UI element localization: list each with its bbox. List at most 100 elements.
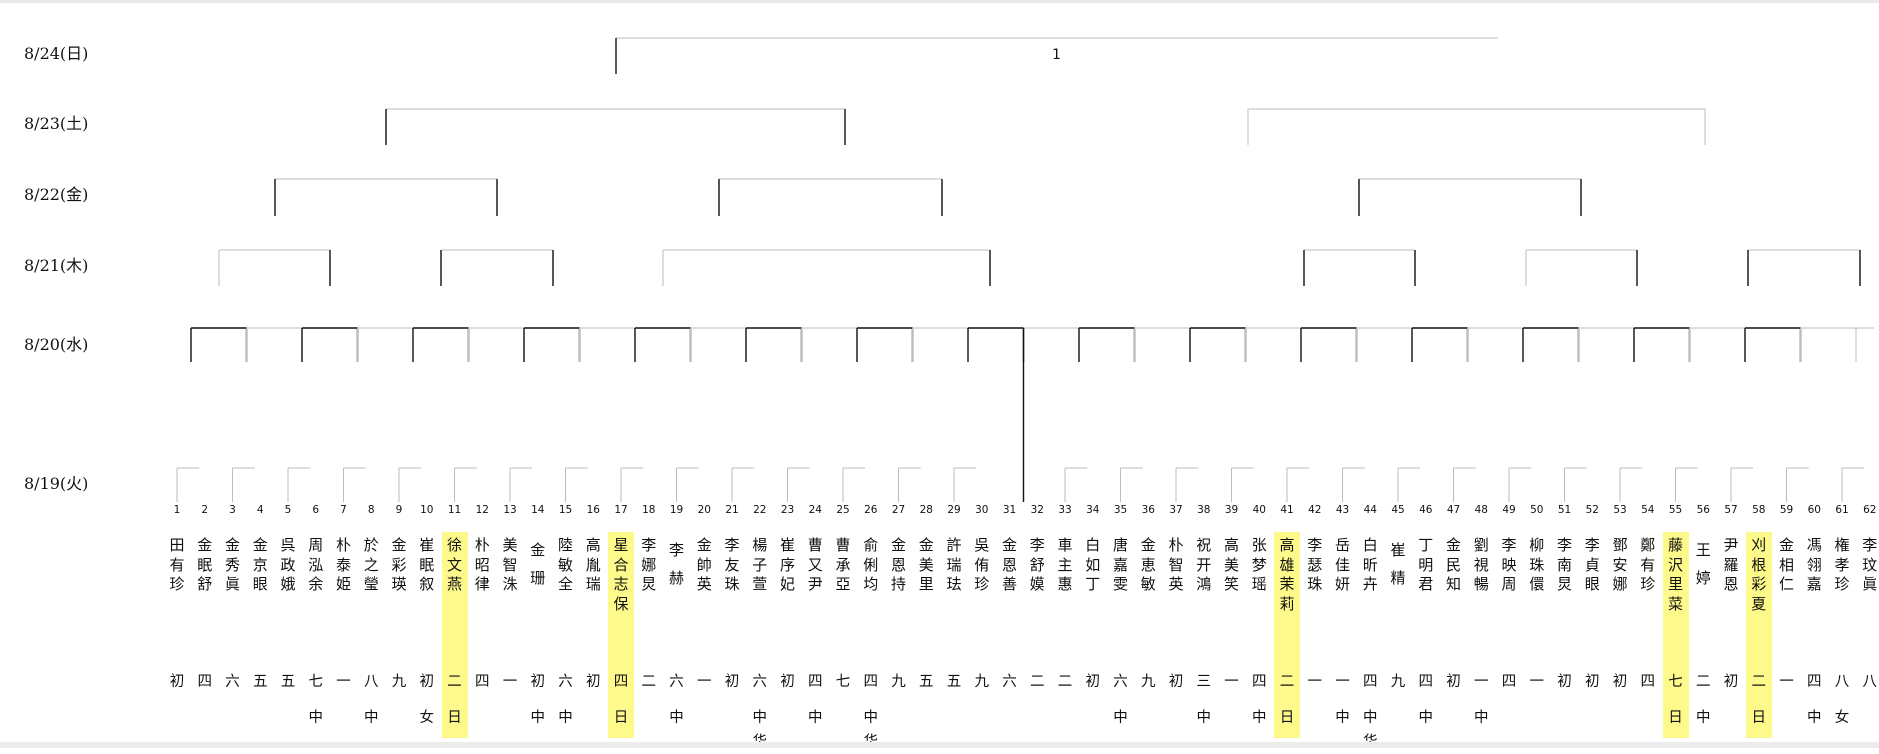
player-name: 鄧安娜: [1612, 536, 1628, 593]
seed-number: 31: [1002, 504, 1017, 516]
seed-number: 18: [642, 504, 656, 516]
player-rank: 九: [391, 674, 407, 690]
japanese-player-highlight: [1745, 532, 1772, 738]
seed-number: 3: [229, 504, 236, 516]
player-name: 金彩瑛: [391, 536, 407, 593]
seed-number: 48: [1474, 504, 1488, 516]
player-name: 金珊: [530, 541, 546, 587]
player-rank: 七: [835, 674, 851, 690]
player-rank: 二: [641, 674, 657, 690]
player-name: 周泓余: [308, 536, 324, 593]
seed-number: 42: [1308, 504, 1322, 516]
player-rank: 二: [1030, 674, 1045, 690]
seed-number: 8: [367, 504, 375, 516]
player-name: 藤沢里菜: [1667, 536, 1683, 613]
seed-number: 60: [1807, 504, 1821, 516]
player-name: 美智洙: [502, 536, 518, 593]
player-name: 白昕卉: [1362, 536, 1378, 593]
player-rank: 六: [669, 674, 684, 690]
player-name: 李南炅: [1556, 536, 1572, 593]
seed-number: 7: [340, 504, 347, 516]
seed-number: 15: [558, 504, 573, 516]
player-rank: 初: [586, 674, 601, 690]
player-rank: 四: [1252, 674, 1267, 690]
player-rank: 初: [1446, 674, 1461, 690]
seed-number: 5: [284, 504, 292, 516]
player-name: 金帥英: [696, 536, 712, 593]
seed-number: 11: [447, 504, 462, 516]
player-name: 許瑞珐: [946, 536, 962, 593]
seed-number: 10: [420, 504, 434, 516]
player-rank: 初: [1585, 674, 1600, 690]
player-name: 岳佳妍: [1334, 536, 1350, 593]
player-name: 丁明君: [1418, 536, 1434, 593]
player-name: 李瑟珠: [1307, 536, 1323, 593]
seed-number: 55: [1668, 504, 1683, 516]
player-rank: 五: [919, 674, 934, 690]
player-rank: 四: [1640, 674, 1656, 690]
seed-number: 57: [1724, 504, 1738, 516]
player-affiliation: 中: [1474, 710, 1489, 726]
seed-number: 51: [1557, 504, 1572, 516]
player-name: 馮翎嘉: [1806, 536, 1822, 593]
player-rank: 七: [308, 674, 324, 690]
player-name: 白如丁: [1085, 536, 1101, 593]
player-name: 於之瑩: [363, 536, 379, 593]
seed-number: 9: [395, 504, 403, 516]
bottom-border: [0, 742, 1879, 748]
player-name: 俞俐均: [863, 536, 879, 593]
player-affiliation: 女: [1834, 710, 1850, 726]
player-rank: 一: [1224, 674, 1239, 690]
seed-number: 1: [173, 504, 181, 516]
seed-number: 6: [312, 504, 320, 516]
player-name: 金秀眞: [224, 536, 240, 593]
player-name: 朴智英: [1168, 536, 1184, 593]
player-name: 曹又尹: [807, 536, 823, 593]
seed-number: 44: [1363, 504, 1377, 516]
player-rank: 七: [1668, 674, 1683, 690]
seed-number: 62: [1863, 504, 1877, 516]
player-rank: 六: [225, 674, 240, 690]
seed-number: 12: [475, 504, 489, 516]
player-name: 李玟眞: [1862, 536, 1878, 593]
seed-number: 53: [1613, 504, 1627, 516]
date-label-0823: 8/23(土): [24, 114, 89, 133]
japanese-player-highlight: [1274, 532, 1300, 738]
player-affiliation: 中: [1196, 710, 1212, 726]
player-rank: 九: [1390, 674, 1406, 690]
player-rank: 五: [280, 674, 296, 690]
player-rank: 一: [1307, 674, 1323, 690]
player-rank: 四: [1501, 674, 1517, 690]
player-name: 柳珠儇: [1529, 536, 1545, 593]
player-rank: 一: [502, 674, 518, 690]
player-affiliation: 日: [1279, 710, 1295, 726]
player-rank: 四: [863, 674, 879, 690]
player-rank: 一: [1779, 674, 1794, 690]
player-rank: 二: [1057, 674, 1073, 690]
japanese-player-highlight: [608, 532, 634, 738]
seed-number: 43: [1335, 504, 1350, 516]
player-rank: 九: [974, 674, 990, 690]
seed-number: 13: [503, 504, 517, 516]
player-rank: 四: [1807, 674, 1822, 690]
player-rank: 一: [1335, 674, 1350, 690]
player-rank: 一: [1529, 674, 1545, 690]
seed-number: 28: [919, 504, 933, 516]
player-name: 崔精: [1390, 541, 1406, 587]
player-name: 権孝珍: [1834, 536, 1850, 593]
seed-number: 16: [586, 504, 600, 516]
player-rank: 初: [1085, 674, 1101, 690]
player-name: 金恵敏: [1140, 536, 1156, 593]
player-affiliation: 日: [613, 710, 629, 726]
player-name: 祝开鴻: [1196, 536, 1212, 593]
seed-number: 34: [1086, 504, 1100, 516]
player-name: 陸敏全: [557, 536, 573, 593]
player-name: 唐嘉雯: [1112, 536, 1128, 593]
player-name: 李娜炅: [641, 536, 657, 593]
player-name: 楊子萱: [752, 536, 768, 593]
player-rank: 六: [558, 674, 573, 690]
date-label-0819: 8/19(火): [24, 474, 89, 493]
player-affiliation: 中: [1696, 710, 1711, 726]
date-label-0820: 8/20(水): [24, 335, 89, 354]
